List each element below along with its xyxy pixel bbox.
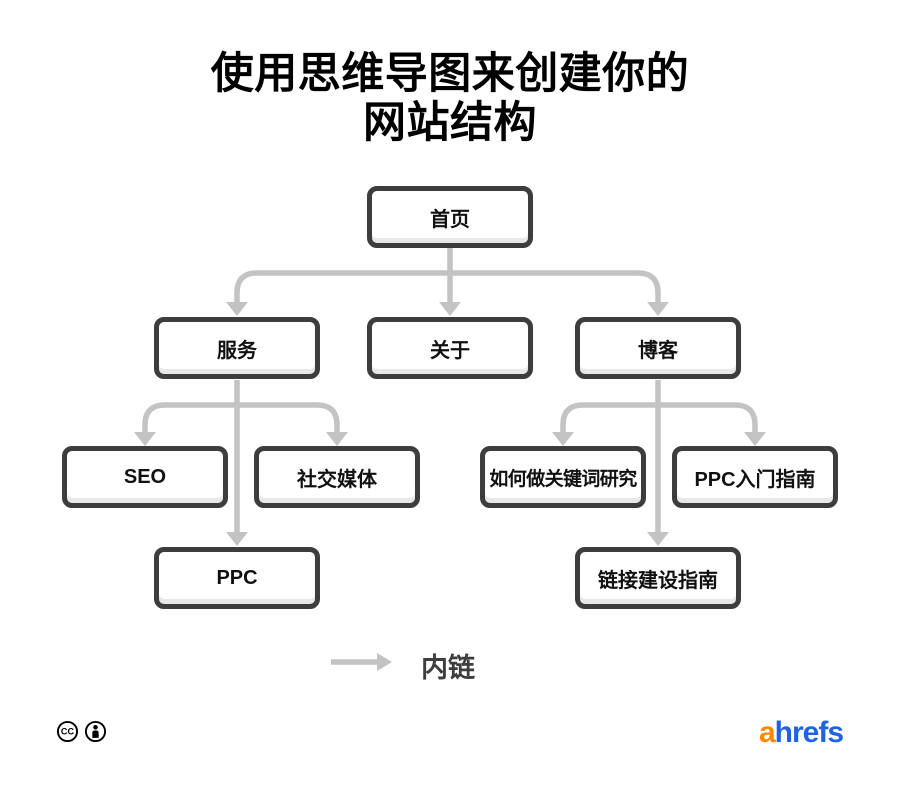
page-title-line-2: 网站结构 [363, 99, 537, 148]
attribution-icon [84, 720, 107, 743]
node-ppc-guide: PPC入门指南 [672, 446, 838, 508]
arrowhead-link-building [647, 532, 669, 546]
node-seo-label: SEO [123, 465, 167, 488]
ahrefs-logo-hrefs: hrefs [774, 716, 844, 749]
arrowhead-social-media [326, 432, 348, 446]
cc-icon: CC [56, 720, 79, 743]
node-ppc-label: PPC [216, 566, 258, 589]
node-link-building-label: 链接建设指南 [598, 569, 718, 592]
arrowhead-ppc [226, 532, 248, 546]
node-about-label: 关于 [430, 339, 470, 362]
connector-services-bus [142, 402, 340, 433]
arrowhead-seo [134, 432, 156, 446]
legend-arrowhead [377, 653, 392, 671]
node-seo: SEO [62, 446, 228, 508]
arrowhead-services [226, 302, 248, 316]
node-blog: 博客 [575, 317, 741, 379]
legend-label: 内链 [421, 653, 475, 683]
connector-blog-bus [560, 402, 758, 433]
license-icons: CC [56, 720, 107, 743]
node-blog-label: 博客 [638, 339, 678, 362]
node-keyword-research-label: 如何做关键词研究 [489, 468, 637, 490]
node-services: 服务 [154, 317, 320, 379]
arrowhead-blog [647, 302, 669, 316]
arrowhead-ppc-guide [744, 432, 766, 446]
node-social-media: 社交媒体 [254, 446, 420, 508]
page-title-line-1: 使用思维导图来创建你的 [210, 50, 690, 98]
ahrefs-logo-a: a [758, 716, 776, 749]
node-services-label: 服务 [217, 339, 257, 362]
node-link-building: 链接建设指南 [575, 547, 741, 609]
arrowhead-about [439, 302, 461, 316]
node-social-media-label: 社交媒体 [297, 468, 377, 491]
arrowhead-keyword-research [552, 432, 574, 446]
node-home: 首页 [367, 186, 533, 248]
connector-home-bus [234, 270, 661, 305]
ahrefs-logo: ahrefs [758, 716, 844, 750]
node-home-label: 首页 [430, 208, 470, 231]
node-about: 关于 [367, 317, 533, 379]
node-ppc: PPC [154, 547, 320, 609]
page-title: 使用思维导图来创建你的 网站结构 [0, 50, 900, 149]
node-ppc-guide-label: PPC入门指南 [694, 468, 816, 491]
node-keyword-research: 如何做关键词研究 [480, 446, 646, 508]
svg-text:CC: CC [61, 727, 75, 737]
